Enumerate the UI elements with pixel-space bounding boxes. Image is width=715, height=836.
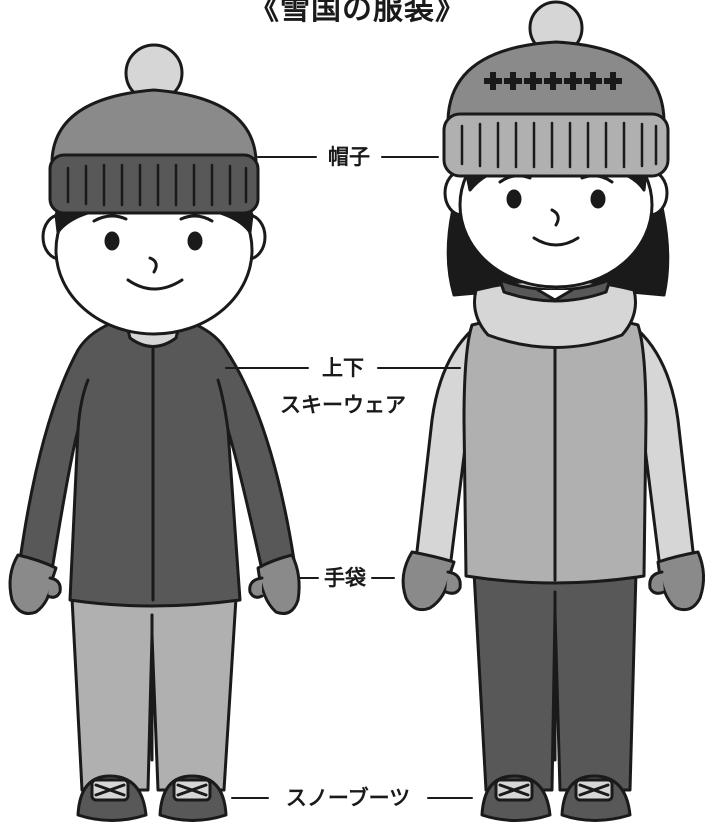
- girl-mittens: [401, 550, 705, 612]
- girl-pants: [472, 570, 638, 792]
- boy-figure: [8, 43, 301, 822]
- beanie-pattern: [484, 72, 622, 90]
- label-wear-line2: スキーウェア: [280, 393, 406, 417]
- girl-beanie: [442, 0, 670, 178]
- label-boots: スノーブーツ: [285, 786, 411, 810]
- figure-title: 《雪国の服装》: [249, 0, 466, 27]
- boy-mittens: [8, 553, 301, 615]
- boy-beanie: [48, 43, 260, 215]
- label-wear-line1: 上下: [322, 356, 364, 380]
- leader-lines: [225, 156, 473, 799]
- label-hat: 帽子: [328, 145, 370, 169]
- girl-collar: [473, 278, 637, 349]
- girl-figure: [401, 0, 705, 822]
- girl-boots: [480, 774, 632, 822]
- boy-jacket: [18, 318, 296, 608]
- boy-boots: [76, 774, 228, 822]
- label-gloves: 手袋: [324, 566, 366, 590]
- boy-pants: [70, 596, 238, 792]
- girl-sleeves: [414, 328, 696, 570]
